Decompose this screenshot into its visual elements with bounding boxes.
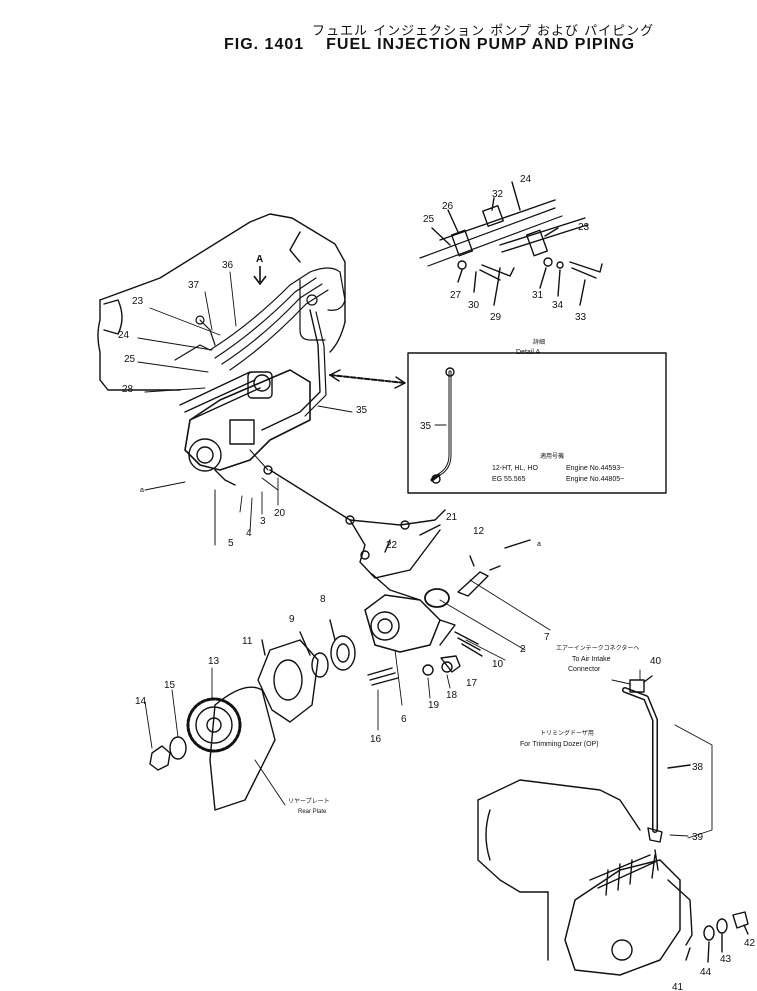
marker-a-left: a: [140, 487, 144, 494]
callout-43: 43: [720, 954, 732, 965]
callout-16: 16: [370, 734, 382, 745]
air-intake-line2: Connector: [568, 666, 601, 673]
callout-44: 44: [700, 967, 712, 978]
injection-pump-assembly: [179, 369, 311, 546]
gear-train-parts: [144, 619, 461, 811]
rear-plate-label: Rear Plate: [298, 809, 327, 815]
clamp-parts-detail: [419, 181, 603, 306]
marker-a-right: a: [537, 541, 541, 548]
japanese-title: フュエル インジェクション ポンプ および パイピング: [312, 24, 655, 39]
callout-21: 21: [446, 512, 458, 523]
callout-8: 8: [320, 594, 326, 605]
callout-40: 40: [650, 656, 662, 667]
callout-15: 15: [164, 680, 176, 691]
rear-plate-japanese: リヤープレート: [288, 798, 330, 805]
callout-2: 2: [520, 644, 526, 655]
callout-9: 9: [289, 614, 295, 625]
engine-block-outline: [97, 213, 346, 391]
leader-lines-upper: [137, 271, 353, 533]
detail-label: 詳細 Detail A: [516, 338, 545, 356]
timer-housing: [364, 594, 526, 706]
lower-engine-block: [477, 779, 641, 961]
callout-19: 19: [428, 700, 440, 711]
callout-13: 13: [208, 656, 220, 667]
callout-5: 5: [228, 538, 234, 549]
callout-24: 24: [118, 330, 130, 341]
callout-28: 28: [122, 384, 134, 395]
callout-numbers: 23 24 25 28 36 37 35 5 4 3 20 21 22 12 2…: [118, 174, 756, 991]
reference-markers: a a: [140, 487, 541, 548]
callout-31: 31: [532, 290, 544, 301]
callout-41: 41: [672, 982, 684, 991]
lower-injection-pump: [564, 849, 749, 976]
callout-14: 14: [135, 696, 147, 707]
callout-39: 39: [692, 832, 704, 843]
callout-34: 34: [552, 300, 564, 311]
trimming-dozer-note: For Trimming Dozer (OP): [520, 741, 599, 748]
callout-32: 32: [492, 189, 504, 200]
callout-23-detail: 23: [578, 222, 590, 233]
applicability-models-1: 12-HT, HL, HO: [492, 465, 538, 472]
callout-10: 10: [492, 659, 504, 670]
callout-20: 20: [274, 508, 286, 519]
part-notes: エアーインテークコネクターへ To Air Intake Connector ト…: [288, 644, 639, 815]
callout-37: 37: [188, 280, 200, 291]
callout-4: 4: [246, 528, 252, 539]
callout-38: 38: [692, 762, 704, 773]
callout-35: 35: [356, 405, 368, 416]
trimming-japanese: トリミングドーザ用: [540, 729, 594, 737]
callout-29: 29: [490, 312, 502, 323]
callout-36: 36: [222, 260, 234, 271]
applicability-models-2: EG 55.565: [492, 476, 526, 483]
feed-pump-piping: [269, 469, 551, 631]
applicability-table: 適用号機 12-HT, HL, HO Engine No.44593~ EG 5…: [492, 452, 624, 483]
callout-33: 33: [575, 312, 587, 323]
callout-23: 23: [132, 296, 144, 307]
applicability-engine-1: Engine No.44593~: [566, 465, 624, 472]
detail-inset-box: [407, 352, 667, 494]
air-intake-hose: [611, 669, 713, 879]
applicability-engine-2: Engine No.44805~: [566, 476, 624, 483]
callout-3: 3: [260, 516, 266, 527]
callout-27: 27: [450, 290, 462, 301]
view-a-letter: A: [256, 254, 263, 265]
callout-18: 18: [446, 690, 458, 701]
callout-35-detail: 35: [420, 421, 432, 432]
view-a-marker: A: [253, 254, 267, 286]
air-intake-line1: To Air Intake: [572, 656, 611, 663]
callout-7: 7: [544, 632, 550, 643]
callout-17: 17: [466, 678, 478, 689]
callout-22: 22: [386, 540, 398, 551]
callout-24-detail: 24: [520, 174, 532, 185]
figure-number: FIG. 1401: [224, 36, 305, 53]
applicability-japanese: 適用号機: [540, 452, 564, 460]
callout-12: 12: [473, 526, 485, 537]
callout-26: 26: [442, 201, 454, 212]
callout-11: 11: [242, 636, 253, 647]
callout-30: 30: [468, 300, 480, 311]
callout-42: 42: [744, 938, 756, 949]
detail-arrow: [329, 369, 406, 389]
figure-caption: FUEL INJECTION PUMP AND PIPING: [326, 36, 636, 53]
air-intake-japanese: エアーインテークコネクターへ: [556, 644, 639, 652]
callout-6: 6: [401, 714, 407, 725]
figure-title: FIG. 1401 FUEL INJECTION PUMP AND PIPING: [224, 36, 635, 54]
callout-25-detail: 25: [423, 214, 435, 225]
detail-caption: Detail A: [516, 349, 540, 356]
callout-25: 25: [124, 354, 136, 365]
injection-lines: [174, 267, 346, 431]
detail-japanese: 詳細: [533, 338, 545, 346]
